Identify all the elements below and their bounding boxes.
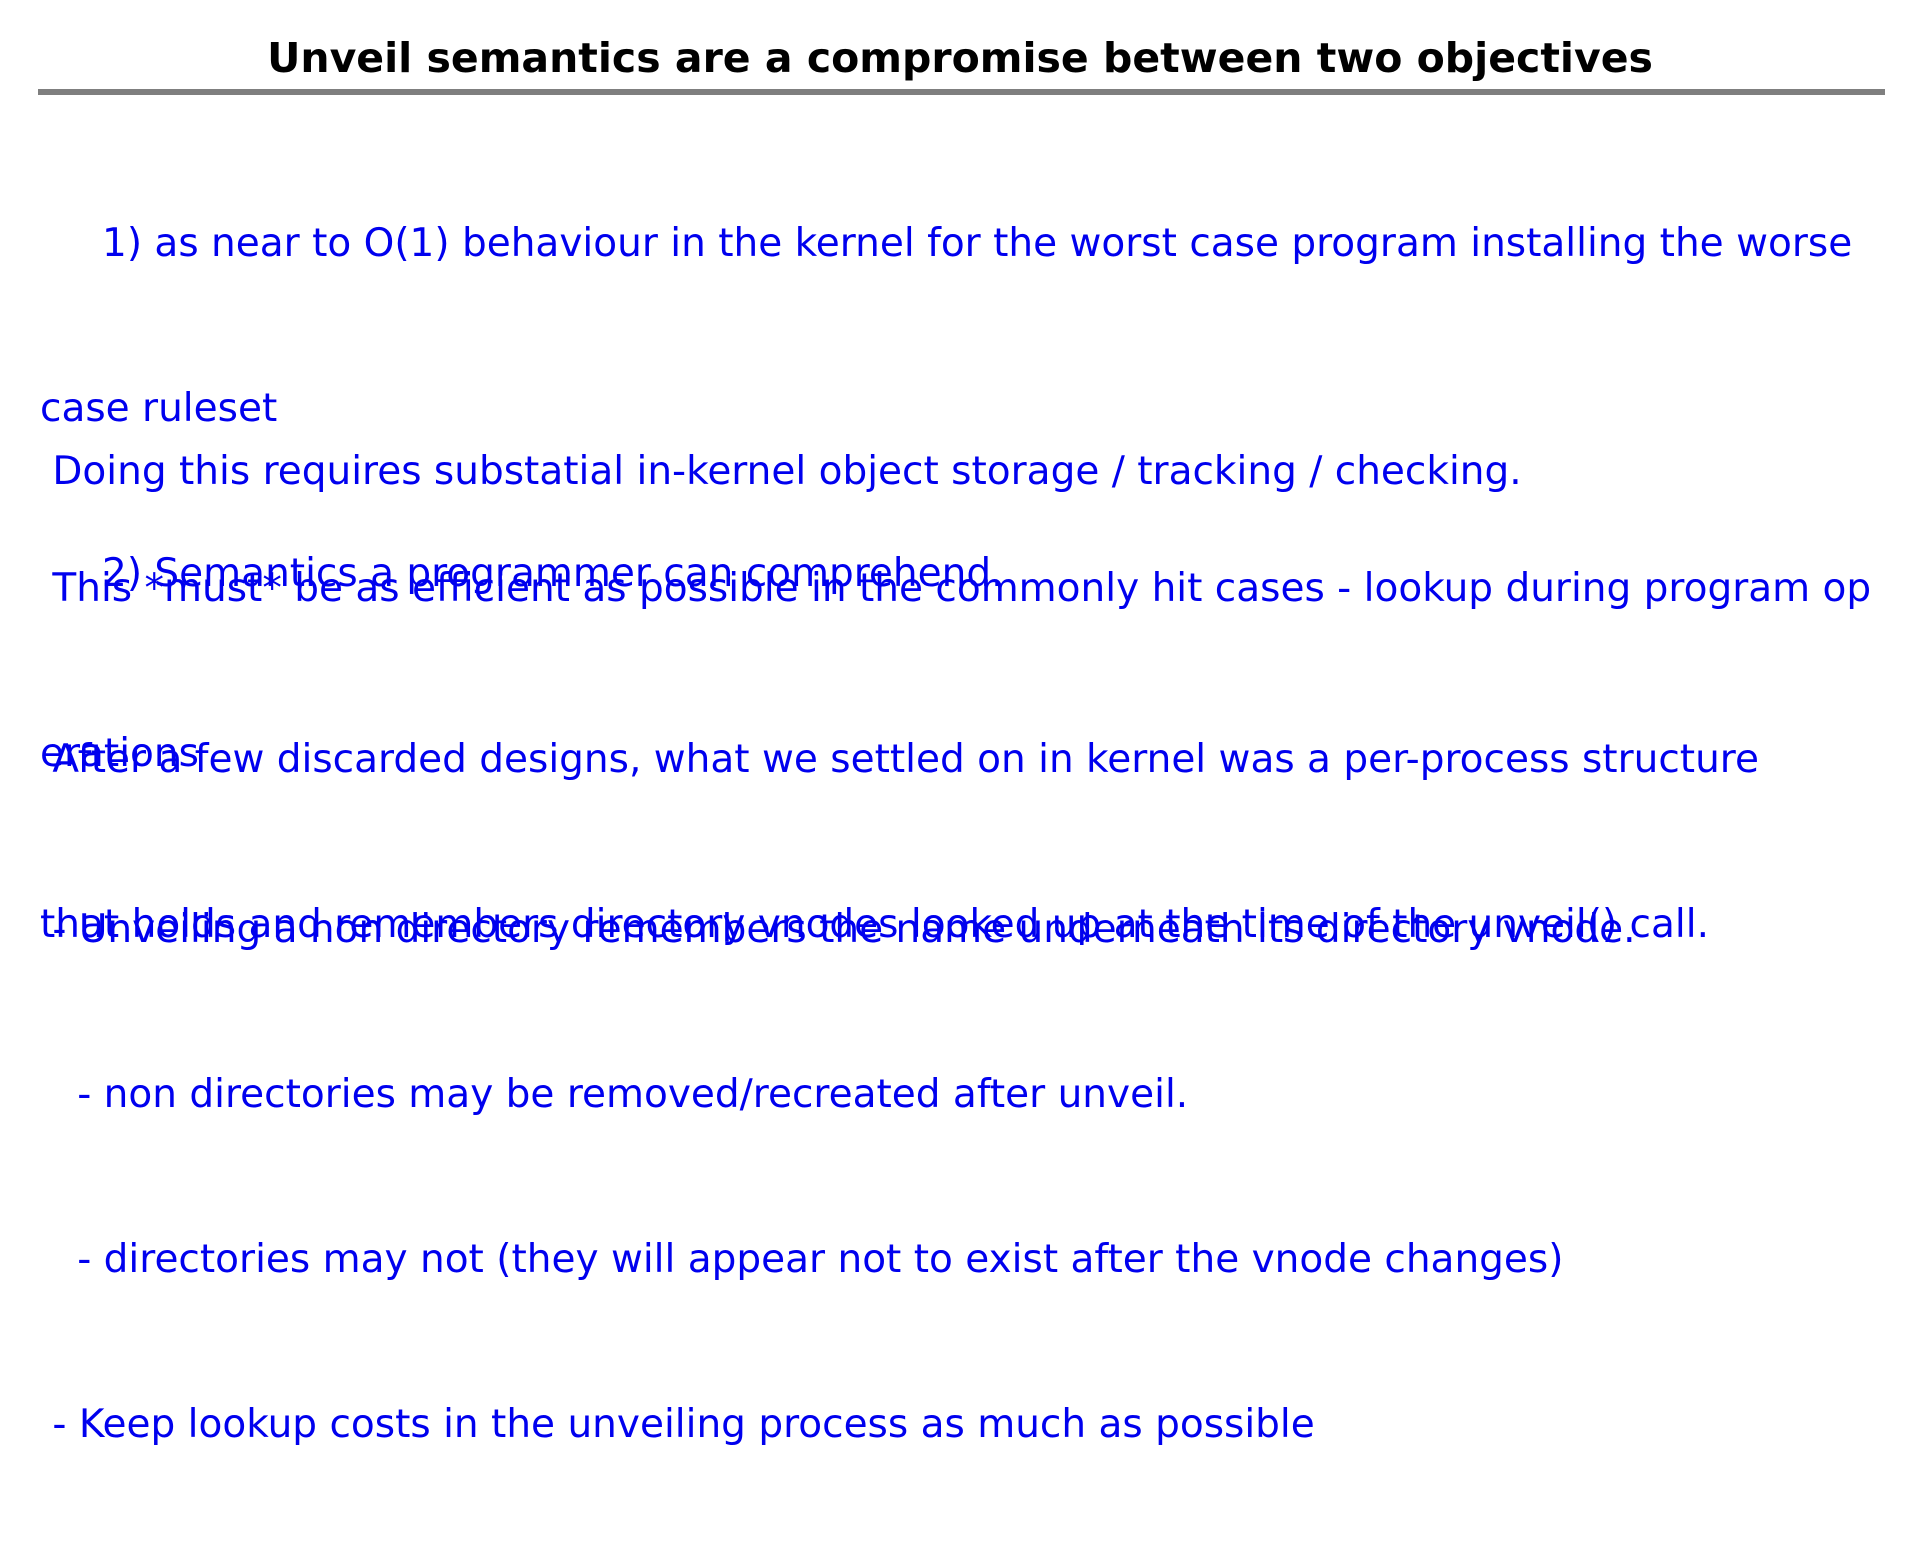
objective-line: case ruleset xyxy=(40,386,278,431)
bullet-list: - Unveiling a non directory remembers th… xyxy=(40,792,1890,1562)
efficiency-line: erations xyxy=(40,731,199,776)
design-line: After a few discarded designs, what we s… xyxy=(40,737,1759,782)
objectives-block: 1) as near to O(1) behaviour in the kern… xyxy=(40,106,1890,711)
efficiency-note: This *must* be as efficient as possible … xyxy=(40,451,1890,891)
objective-line: 1) as near to O(1) behaviour in the kern… xyxy=(40,221,1853,266)
slide-title: Unveil semantics are a compromise betwee… xyxy=(267,34,1653,82)
design-note: After a few discarded designs, what we s… xyxy=(40,622,1890,1062)
storage-line: Doing this requires substatial in-kernel… xyxy=(40,449,1522,494)
list-item: - Unveiling a non directory remembers th… xyxy=(40,907,1636,952)
title-divider xyxy=(38,89,1885,95)
list-item: - non directories may be removed/recreat… xyxy=(40,1072,1189,1117)
design-line: that holds and remembers directory vnode… xyxy=(40,902,1709,947)
list-item: - Keep lookup costs in the unveiling pro… xyxy=(40,1402,1315,1447)
efficiency-line: This *must* be as efficient as possible … xyxy=(40,566,1872,611)
storage-note: Doing this requires substatial in-kernel… xyxy=(40,334,1890,609)
list-item: - directories may not (they will appear … xyxy=(40,1237,1564,1282)
objective-line: 2) Semantics a programmer can comprehend… xyxy=(40,551,1004,596)
